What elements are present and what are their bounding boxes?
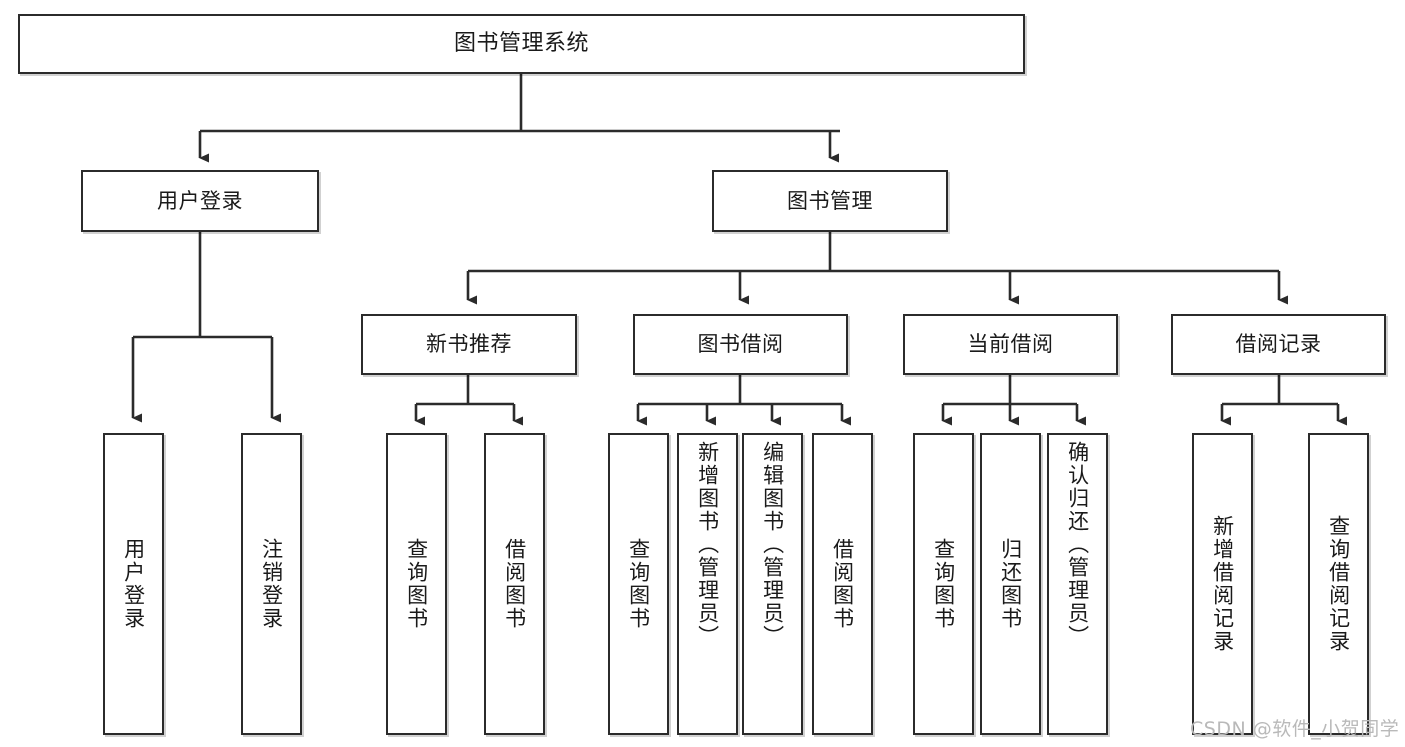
node-label: 图书管理 bbox=[787, 188, 873, 213]
leaf-query-book-recommend[interactable]: 查询图书 bbox=[386, 433, 447, 735]
node-label: 新增借阅记录 bbox=[1210, 515, 1235, 653]
leaf-add-book-admin[interactable]: 新增图书（管理员） bbox=[677, 433, 738, 735]
node-label: 借阅图书 bbox=[830, 538, 855, 630]
csdn-watermark: CSDN @软件_小贺同学 bbox=[1190, 718, 1400, 740]
node-label: 归还图书 bbox=[998, 538, 1023, 630]
node-label: 注销登录 bbox=[259, 538, 284, 630]
node-label: 当前借阅 bbox=[967, 332, 1054, 357]
node-label: 编辑图书（管理员） bbox=[760, 441, 785, 648]
leaf-add-borrow-record[interactable]: 新增借阅记录 bbox=[1192, 433, 1253, 735]
node-book-management[interactable]: 图书管理 bbox=[712, 170, 948, 232]
node-borrow-record[interactable]: 借阅记录 bbox=[1171, 314, 1386, 375]
leaf-content: 借阅图书 bbox=[814, 435, 871, 733]
node-label: 用户登录 bbox=[157, 188, 243, 213]
leaf-content: 查询图书 bbox=[915, 435, 972, 733]
node-label: 查询图书 bbox=[404, 538, 429, 630]
node-label: 新书推荐 bbox=[426, 332, 512, 357]
node-label: 查询图书 bbox=[626, 538, 651, 630]
node-label: 借阅图书 bbox=[502, 538, 527, 630]
node-label: 查询借阅记录 bbox=[1326, 515, 1351, 653]
leaf-content: 查询图书 bbox=[610, 435, 667, 733]
leaf-return-book[interactable]: 归还图书 bbox=[980, 433, 1041, 735]
leaf-content: 确认归还（管理员） bbox=[1049, 435, 1106, 739]
node-label: 查询图书 bbox=[931, 538, 956, 630]
leaf-borrow-book-borrow[interactable]: 借阅图书 bbox=[812, 433, 873, 735]
leaf-content: 查询借阅记录 bbox=[1310, 435, 1367, 733]
leaf-content: 编辑图书（管理员） bbox=[744, 435, 801, 739]
leaf-query-book-borrow[interactable]: 查询图书 bbox=[608, 433, 669, 735]
leaf-confirm-return-admin[interactable]: 确认归还（管理员） bbox=[1047, 433, 1108, 735]
leaf-content: 归还图书 bbox=[982, 435, 1039, 733]
leaf-edit-book-admin[interactable]: 编辑图书（管理员） bbox=[742, 433, 803, 735]
node-label: 图书管理系统 bbox=[453, 31, 589, 57]
node-book-management-system[interactable]: 图书管理系统 bbox=[18, 14, 1025, 74]
leaf-logout-login[interactable]: 注销登录 bbox=[241, 433, 302, 735]
leaf-content: 查询图书 bbox=[388, 435, 445, 733]
node-label: 图书借阅 bbox=[697, 332, 784, 357]
node-book-borrow[interactable]: 图书借阅 bbox=[633, 314, 848, 375]
node-label: 新增图书（管理员） bbox=[695, 441, 720, 648]
node-label: 用户登录 bbox=[121, 538, 146, 630]
leaf-content: 新增借阅记录 bbox=[1194, 435, 1251, 733]
leaf-content: 用户登录 bbox=[105, 435, 162, 733]
node-new-book-recommend[interactable]: 新书推荐 bbox=[361, 314, 577, 375]
node-current-borrow[interactable]: 当前借阅 bbox=[903, 314, 1118, 375]
leaf-content: 借阅图书 bbox=[486, 435, 543, 733]
leaf-query-borrow-record[interactable]: 查询借阅记录 bbox=[1308, 433, 1369, 735]
leaf-content: 新增图书（管理员） bbox=[679, 435, 736, 739]
leaf-content: 注销登录 bbox=[243, 435, 300, 733]
node-label: 借阅记录 bbox=[1235, 332, 1322, 357]
leaf-query-book-current[interactable]: 查询图书 bbox=[913, 433, 974, 735]
leaf-borrow-book-recommend[interactable]: 借阅图书 bbox=[484, 433, 545, 735]
node-label: 确认归还（管理员） bbox=[1065, 441, 1090, 648]
node-user-login[interactable]: 用户登录 bbox=[81, 170, 319, 232]
leaf-user-login[interactable]: 用户登录 bbox=[103, 433, 164, 735]
